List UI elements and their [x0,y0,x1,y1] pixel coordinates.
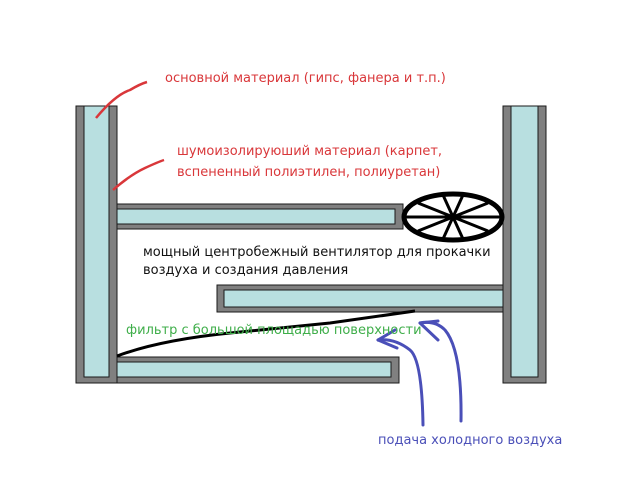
pointer-sound-material [112,158,165,191]
cold-air-arrows-icon [376,319,463,427]
label-base-material: основной материал (гипс, фанера и т.п.) [165,71,446,86]
label-sound-material-1: шумоизолируюший материал (карпет, [177,144,442,159]
label-sound-material-2: вспененный полиэтилен, полиуретан) [177,165,440,180]
label-fan-1: мощный центробежный вентилятор для прока… [143,245,491,260]
right-wall [502,105,547,384]
bottom-baffle [116,356,400,384]
top-baffle [116,203,404,230]
label-fan-2: воздуха и создания давления [143,263,348,278]
pointer-base-material [95,80,148,119]
label-filter: фильтр с большой площадью поверхности [126,323,422,338]
middle-baffle [216,284,504,313]
left-wall [75,105,118,384]
label-cold-air: подача холодного воздуха [378,433,562,448]
fan-icon [401,191,505,243]
filter-line [116,309,416,358]
